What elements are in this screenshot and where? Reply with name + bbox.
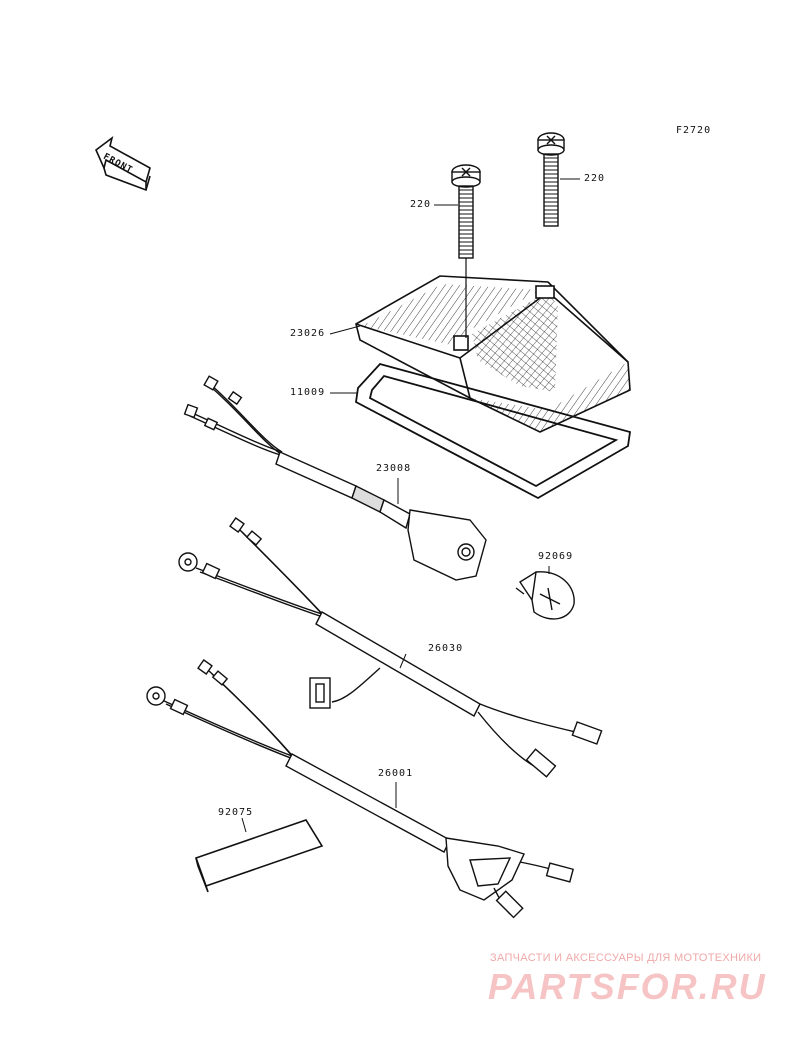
label-bolt-left: 220 <box>410 199 432 210</box>
label-socket: 23008 <box>376 463 412 474</box>
bolt-right <box>537 132 565 227</box>
leader-lines <box>241 178 580 833</box>
front-arrow-icon <box>95 136 151 192</box>
bulb <box>515 571 575 620</box>
label-harness-upper: 26030 <box>428 643 464 654</box>
harness-lower <box>146 659 575 919</box>
socket-assembly <box>183 375 487 581</box>
pad <box>194 819 324 893</box>
label-bulb: 92069 <box>538 551 574 562</box>
watermark-caption: ЗАПЧАСТИ И АКСЕССУАРЫ ДЛЯ МОТОТЕХНИКИ <box>490 952 762 964</box>
gasket <box>355 362 632 500</box>
label-pad: 92075 <box>218 807 254 818</box>
label-gasket: 11009 <box>290 387 326 398</box>
tail-lamp-lens <box>355 258 631 433</box>
bolt-left <box>451 164 481 259</box>
label-harness-lower: 26001 <box>378 768 414 779</box>
label-bolt-right: 220 <box>584 173 606 184</box>
harness-upper <box>178 517 603 778</box>
watermark-brand: PARTSFOR.RU <box>488 966 767 1007</box>
diagram-code: F2720 <box>676 125 712 136</box>
label-lens: 23026 <box>290 328 326 339</box>
